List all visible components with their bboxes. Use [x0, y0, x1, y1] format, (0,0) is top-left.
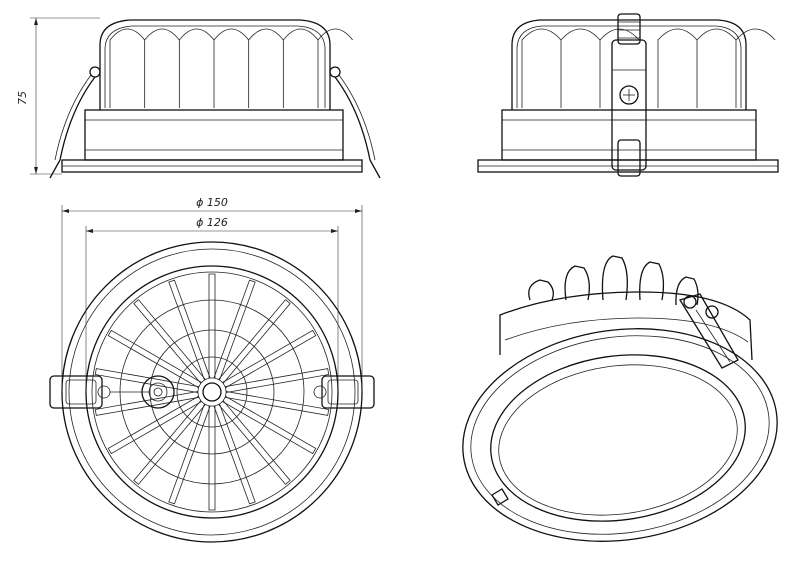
elevation-fin	[178, 28, 215, 108]
top-fin	[224, 391, 330, 416]
height-dimension: 75	[16, 17, 100, 175]
top-view: ϕ 150 ϕ 126	[49, 196, 375, 543]
elevation-fin	[599, 28, 640, 108]
elevation-fin	[109, 28, 145, 108]
front-fins	[109, 28, 353, 108]
top-fin	[133, 400, 206, 485]
inner-diameter-dimension: ϕ 126	[85, 216, 339, 392]
front-right-spring-clip	[329, 66, 381, 179]
front-elevation-view: 75	[16, 17, 381, 179]
elevation-fin	[696, 28, 737, 108]
top-fin	[208, 405, 216, 511]
elevation-fin	[657, 28, 698, 108]
top-fin	[222, 329, 317, 389]
top-fin	[208, 273, 216, 379]
top-fin	[168, 403, 211, 505]
front-left-spring-clip	[49, 66, 101, 179]
side-cable-gland	[611, 13, 647, 177]
top-fin	[133, 299, 206, 384]
elevation-fin	[282, 28, 319, 108]
elevation-fin	[144, 28, 180, 108]
top-fin	[222, 395, 317, 455]
inner-diameter-label: ϕ 126	[196, 216, 228, 229]
height-label: 75	[16, 91, 29, 105]
top-fin	[94, 391, 200, 416]
top-fin	[94, 368, 200, 393]
iso-spring-bracket	[679, 293, 739, 369]
isometric-view	[462, 255, 778, 542]
side-fins	[521, 28, 776, 108]
top-fin	[168, 279, 211, 381]
top-fin	[107, 395, 202, 455]
elevation-fin	[317, 28, 353, 108]
elevation-fin	[213, 28, 249, 108]
elevation-fin	[735, 28, 776, 108]
top-fin	[224, 368, 330, 393]
top-fin	[218, 299, 291, 384]
elevation-fin	[248, 28, 284, 108]
elevation-fin	[560, 28, 601, 108]
top-fin	[107, 329, 202, 389]
top-fin	[218, 400, 291, 485]
top-right-bracket	[313, 375, 375, 409]
elevation-fin	[521, 28, 562, 108]
top-fin	[213, 403, 256, 505]
outer-diameter-dimension: ϕ 150	[61, 196, 363, 392]
outer-diameter-label: ϕ 150	[196, 196, 228, 209]
top-fins	[94, 273, 330, 511]
side-elevation-view	[477, 13, 779, 177]
top-left-bracket	[49, 375, 150, 409]
top-fin	[213, 279, 256, 381]
iso-fins	[528, 255, 699, 306]
